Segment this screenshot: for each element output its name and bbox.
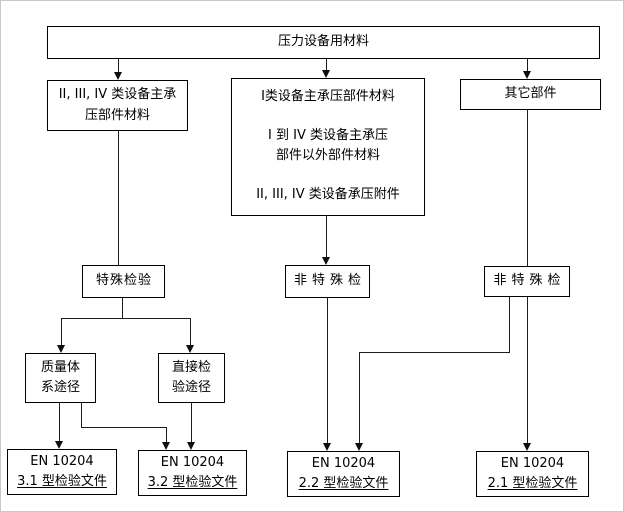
node-root-label: 压力设备用材料 [277, 34, 369, 50]
edge-nonspecial-right-stub [509, 297, 510, 352]
arrowhead-class234 [114, 72, 122, 80]
arrowhead-direct [186, 345, 194, 353]
node-quality-line2: 系途径 [40, 380, 80, 395]
arrowhead-en31 [55, 441, 63, 449]
edge-other-to-nonspecial [527, 109, 528, 266]
edge-quality-stub [81, 403, 82, 427]
node-nonspecial-mid-label: 非特殊检 [293, 273, 366, 289]
arrowhead-en32-left [162, 442, 170, 450]
node-class1-and-other-materials: I类设备主承压部件材料 I 到 IV 类设备主承压 部件以外部件材料 II, I… [231, 78, 425, 216]
edge-quality-to-en31 [59, 403, 60, 441]
node-en32-line1: EN 10204 [160, 454, 225, 470]
edge-split-to-quality [61, 318, 62, 346]
node-special-inspection-label: 特殊检验 [95, 273, 152, 289]
node-direct-line1: 直接检 [171, 359, 211, 375]
node-root: 压力设备用材料 [47, 26, 600, 59]
edge-root-to-other [527, 58, 528, 72]
arrowhead-en21 [523, 443, 531, 451]
node-mid-para2: I 到 IV 类设备主承压 部件以外部件材料 [268, 126, 388, 166]
edge-elbow-to-en32 [166, 427, 167, 442]
node-en22-line2: 2.2 型检验文件 [298, 476, 389, 491]
node-mid-para2-line1: I 到 IV 类设备主承压 [268, 127, 388, 143]
node-en31-line1: EN 10204 [30, 453, 94, 469]
node-quality-line1: 质量体 [40, 359, 80, 375]
node-en31-line2: 3.1 型检验文件 [17, 474, 107, 489]
node-other-parts: 其它部件 [460, 79, 601, 110]
arrowhead-other-parts [523, 71, 531, 79]
node-direct-line2: 验途径 [171, 380, 211, 395]
edge-nonspecial-right-elbow [359, 352, 510, 353]
node-mid-para3: II, III, IV 类设备承压附件 [256, 186, 400, 202]
node-mid-para1: I类设备主承压部件材料 [261, 89, 395, 104]
edge-direct-to-en32 [191, 403, 192, 442]
arrowhead-quality [57, 345, 65, 353]
node-en32-line2: 3.2 型检验文件 [147, 475, 238, 490]
node-class234-line2: 压部件材料 [84, 107, 150, 123]
node-en10204-22: EN 10204 2.2 型检验文件 [287, 451, 400, 497]
edge-special-split [61, 318, 191, 319]
node-en21-line1: EN 10204 [500, 455, 565, 471]
edge-root-to-mid [326, 58, 327, 71]
edge-nonspecial-right-to-en21 [527, 297, 528, 443]
node-en21-line2: 2.1 型检验文件 [487, 476, 578, 491]
node-other-parts-label: 其它部件 [504, 86, 557, 102]
edge-nonspecial-mid-to-en22 [327, 298, 328, 443]
node-class234-line1: II, III, IV 类设备主承 [58, 87, 177, 103]
node-special-inspection: 特殊检验 [82, 265, 165, 298]
arrowhead-en22-left [323, 443, 331, 451]
node-nonspecial-inspection-right: 非特殊检 [484, 266, 570, 297]
arrowhead-nonspecial-mid [322, 257, 330, 265]
edge-root-to-class234 [118, 58, 119, 73]
edge-special-stub [122, 298, 123, 318]
node-en10204-32: EN 10204 3.2 型检验文件 [138, 450, 247, 496]
edge-mid-to-nonspecial [326, 215, 327, 258]
node-en10204-21: EN 10204 2.1 型检验文件 [476, 451, 589, 497]
edge-quality-elbow [81, 427, 167, 428]
node-class234-materials: II, III, IV 类设备主承 压部件材料 [47, 80, 188, 131]
node-direct-inspection-route: 直接检 验途径 [158, 353, 225, 403]
node-nonspecial-right-label: 非特殊检 [493, 273, 566, 289]
node-en10204-31: EN 10204 3.1 型检验文件 [7, 449, 117, 495]
edge-class234-to-special [118, 130, 119, 265]
edge-elbow-to-en22 [359, 352, 360, 443]
arrowhead-mid-source [322, 70, 330, 78]
arrowhead-en22-right [355, 443, 363, 451]
node-mid-para2-line2: 部件以外部件材料 [275, 148, 380, 163]
arrowhead-en32-right [187, 442, 195, 450]
node-en22-line1: EN 10204 [311, 455, 376, 471]
node-quality-system-route: 质量体 系途径 [25, 353, 96, 403]
edge-split-to-direct [190, 318, 191, 346]
node-nonspecial-inspection-mid: 非特殊检 [285, 265, 370, 298]
